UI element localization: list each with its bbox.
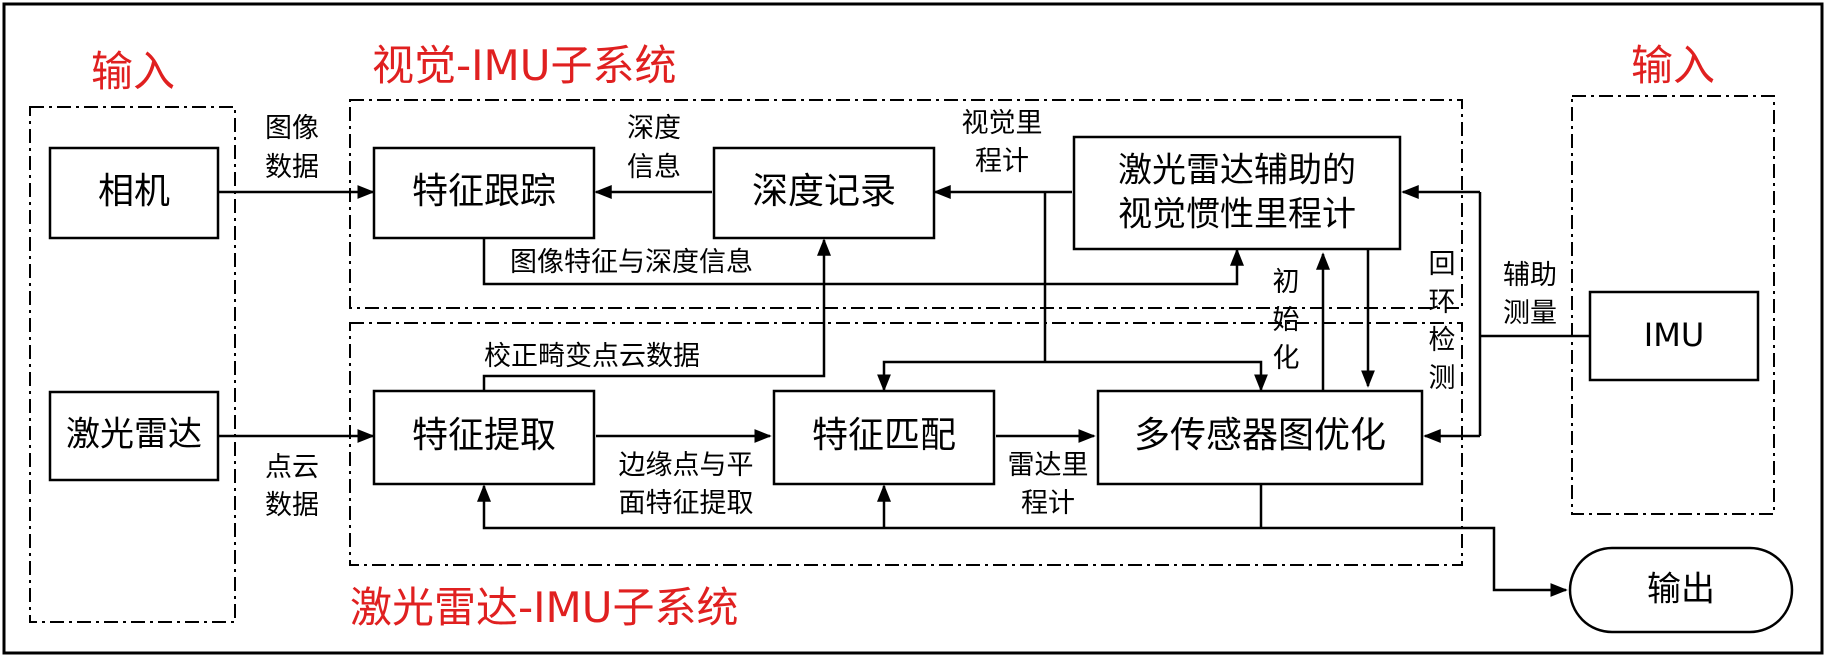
label-depth-info-2: 信息 (627, 152, 681, 183)
edge-undistorted-cloud (482, 238, 831, 390)
lidar-vio-label-line1: 激光雷达辅助的 (1118, 151, 1356, 191)
depth-record-node: 深度记录 (712, 146, 936, 240)
feature-tracking-node: 特征跟踪 (372, 146, 596, 240)
output-node: 输出 (1568, 546, 1794, 634)
label-loop-2: 环 (1429, 287, 1456, 318)
label-loop-4: 测 (1429, 363, 1456, 394)
lidar-imu-subsystem-region (349, 322, 1463, 566)
label-depth-info-1: 深度 (627, 113, 681, 144)
label-lidar-odom-2: 程计 (1021, 488, 1075, 519)
edge-visual-odom-matching (877, 360, 1045, 392)
label-aux-meas-1: 辅助 (1503, 260, 1557, 291)
lidar-vio-label-line2: 视觉惯性里程计 (1118, 195, 1356, 235)
feature-extraction-label: 特征提取 (412, 415, 556, 456)
label-undistorted-cloud: 校正畸变点云数据 (484, 341, 700, 372)
lidar-vio-node: 激光雷达辅助的 视觉惯性里程计 (1072, 135, 1402, 251)
feature-matching-label: 特征匹配 (812, 415, 956, 456)
label-visual-odom-2: 程计 (975, 146, 1029, 177)
input-left-title: 输入 (91, 47, 175, 96)
lidar-imu-title: 激光雷达-IMU子系统 (350, 583, 739, 632)
visual-imu-subsystem-region (349, 99, 1463, 309)
edge-visual-odom-optimization (1045, 360, 1268, 392)
label-edge-plane-2: 面特征提取 (619, 488, 754, 519)
depth-record-label: 深度记录 (752, 171, 896, 212)
label-loop-3: 检 (1429, 325, 1456, 356)
camera-label: 相机 (98, 171, 170, 212)
output-label: 输出 (1647, 570, 1715, 610)
label-edge-plane-1: 边缘点与平 (619, 450, 754, 481)
label-point-cloud-2: 数据 (265, 490, 319, 521)
label-loop-1: 回 (1429, 249, 1456, 280)
edge-tracking-vio (482, 238, 1244, 286)
visual-imu-title: 视觉-IMU子系统 (372, 41, 677, 90)
imu-node: IMU (1588, 290, 1760, 382)
label-point-cloud-1: 点云 (265, 452, 319, 483)
lidar-label: 激光雷达 (66, 415, 202, 455)
feature-matching-node: 特征匹配 (772, 389, 996, 486)
label-image-features-depth: 图像特征与深度信息 (510, 247, 753, 278)
camera-node: 相机 (48, 146, 220, 240)
imu-label: IMU (1644, 316, 1704, 354)
input-left-region (29, 106, 236, 623)
feature-tracking-label: 特征跟踪 (412, 171, 556, 212)
label-init-1: 初 (1273, 267, 1300, 298)
input-right-region (1571, 95, 1775, 515)
input-right-title: 输入 (1631, 41, 1715, 90)
feature-extraction-node: 特征提取 (372, 389, 596, 486)
label-aux-meas-2: 测量 (1503, 298, 1557, 329)
graph-optimization-node: 多传感器图优化 (1096, 389, 1424, 486)
label-lidar-odom-1: 雷达里 (1008, 450, 1089, 481)
label-visual-odom-1: 视觉里 (962, 108, 1043, 139)
lidar-node: 激光雷达 (48, 390, 220, 482)
label-init-3: 化 (1273, 343, 1300, 374)
label-image-data-2: 数据 (265, 152, 319, 183)
edge-feedback-extraction (477, 484, 1261, 530)
edge-output (1261, 526, 1568, 597)
graph-optimization-label: 多传感器图优化 (1134, 415, 1386, 456)
label-image-data-1: 图像 (265, 113, 319, 144)
label-init-2: 始 (1273, 305, 1300, 336)
